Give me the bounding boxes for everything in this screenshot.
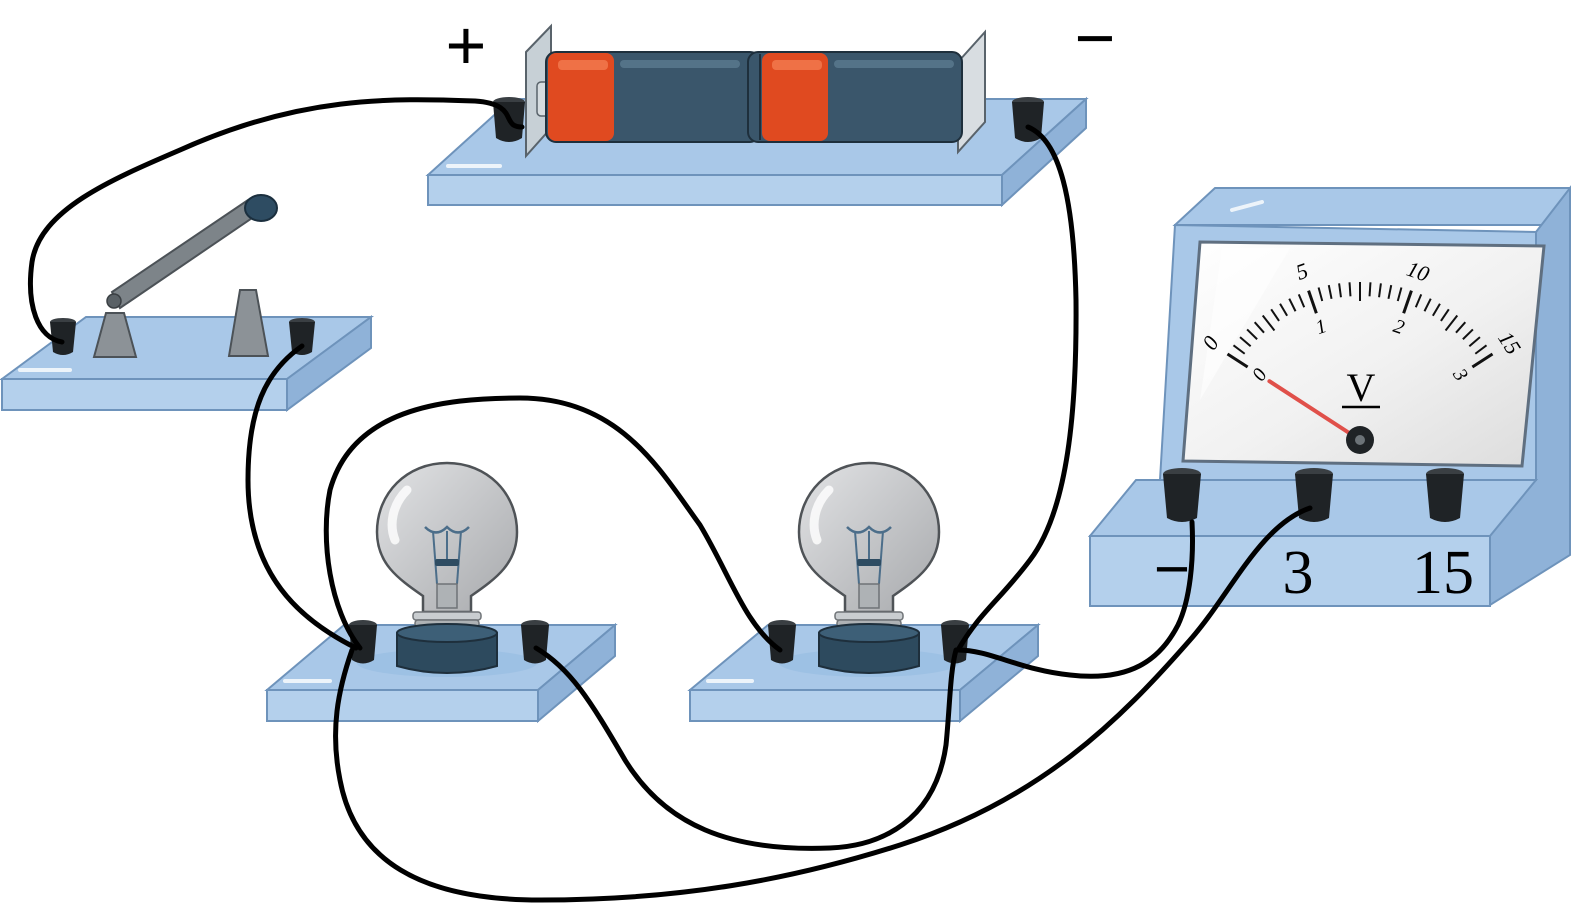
bulb-right-terminal-a[interactable] [768, 620, 796, 664]
voltmeter-base-front [1089, 535, 1491, 607]
voltmeter-dial-face [1181, 240, 1546, 468]
dial-tick [1396, 287, 1403, 302]
wire-bulb-left-to-voltmeter-3[interactable] [333, 505, 1313, 903]
battery-board-front [427, 174, 1003, 206]
dial-tick [1444, 314, 1459, 332]
battery-board-side [1001, 96, 1087, 208]
dial-tick [1468, 336, 1481, 348]
dial-tick [1402, 290, 1413, 314]
switch-blade[interactable] [110, 198, 260, 310]
dial-tick [1232, 344, 1246, 355]
voltmeter-unit-label: V [1347, 365, 1376, 410]
wires [27, 97, 1313, 903]
wire-bulb-right-to-voltmeter-negative[interactable] [955, 519, 1195, 679]
dial-tick [1432, 303, 1441, 317]
dial-tick [1297, 293, 1306, 308]
dial-tick [1307, 290, 1318, 314]
battery-negative-label: − [1075, 0, 1116, 77]
dial-tick [1261, 314, 1276, 332]
dial-tick [1455, 321, 1467, 334]
voltmeter-scale-ticks [1226, 282, 1494, 369]
wire-battery-to-bulb-right[interactable] [955, 124, 1079, 653]
voltmeter-terminal-label-negative: − [1154, 535, 1190, 604]
wire-bulb-left-to-bulb-right[interactable] [323, 395, 783, 653]
bulb-left-terminal-a[interactable] [349, 620, 377, 664]
wire-bulb-left-b-to-bulb-right-b[interactable] [533, 645, 959, 851]
switch-terminal-left[interactable] [50, 318, 76, 355]
dial-tick [1378, 283, 1382, 298]
switch-board-side [286, 315, 372, 412]
dial-tick [1317, 287, 1324, 302]
dial-tick [1462, 328, 1474, 340]
dial-tick [1338, 283, 1342, 298]
voltmeter-terminal-15[interactable] [1426, 468, 1464, 522]
wire-switch-to-bulb-left[interactable] [245, 343, 359, 651]
dial-tick [1471, 352, 1494, 369]
switch-handle[interactable] [244, 194, 278, 222]
wire-battery-to-switch[interactable] [27, 97, 525, 345]
dial-tick [1423, 298, 1432, 312]
dial-tick [1270, 308, 1280, 322]
bulb-left-terminal-b[interactable] [521, 620, 549, 664]
dial-tick [1387, 284, 1393, 300]
switch-contact-post [227, 289, 270, 357]
battery-holder: + − [425, 0, 1116, 208]
switch-terminal-right[interactable] [289, 318, 315, 355]
knife-switch[interactable] [0, 194, 375, 412]
dial-tick [1474, 344, 1488, 355]
light-bulb-left [375, 461, 519, 674]
bulb-right-terminal-b[interactable] [941, 620, 969, 664]
voltmeter-case-top [1172, 187, 1571, 226]
dial-tick [1288, 298, 1297, 312]
dial-tick [1327, 284, 1333, 300]
dial-tick [1440, 308, 1450, 322]
voltmeter-terminal-label-3: 3 [1283, 539, 1314, 607]
voltmeter-terminal-negative[interactable] [1163, 468, 1201, 522]
switch-hinge-post [92, 312, 138, 358]
dial-tick [1246, 328, 1258, 340]
dial-tick [1239, 336, 1252, 348]
dial-tick [1348, 282, 1352, 297]
voltmeter-needle [1267, 379, 1362, 442]
dial-tick [1414, 293, 1423, 308]
dial-tick [1279, 303, 1288, 317]
battery-positive-label: + [446, 6, 487, 84]
battery-cells [545, 51, 963, 143]
dial-tick [1253, 321, 1265, 334]
dial-tick [1226, 352, 1249, 369]
switch-board-front [1, 378, 288, 411]
voltmeter-terminal-label-15: 15 [1412, 539, 1474, 607]
dial-tick [1368, 282, 1372, 297]
light-bulb-right [797, 461, 941, 674]
